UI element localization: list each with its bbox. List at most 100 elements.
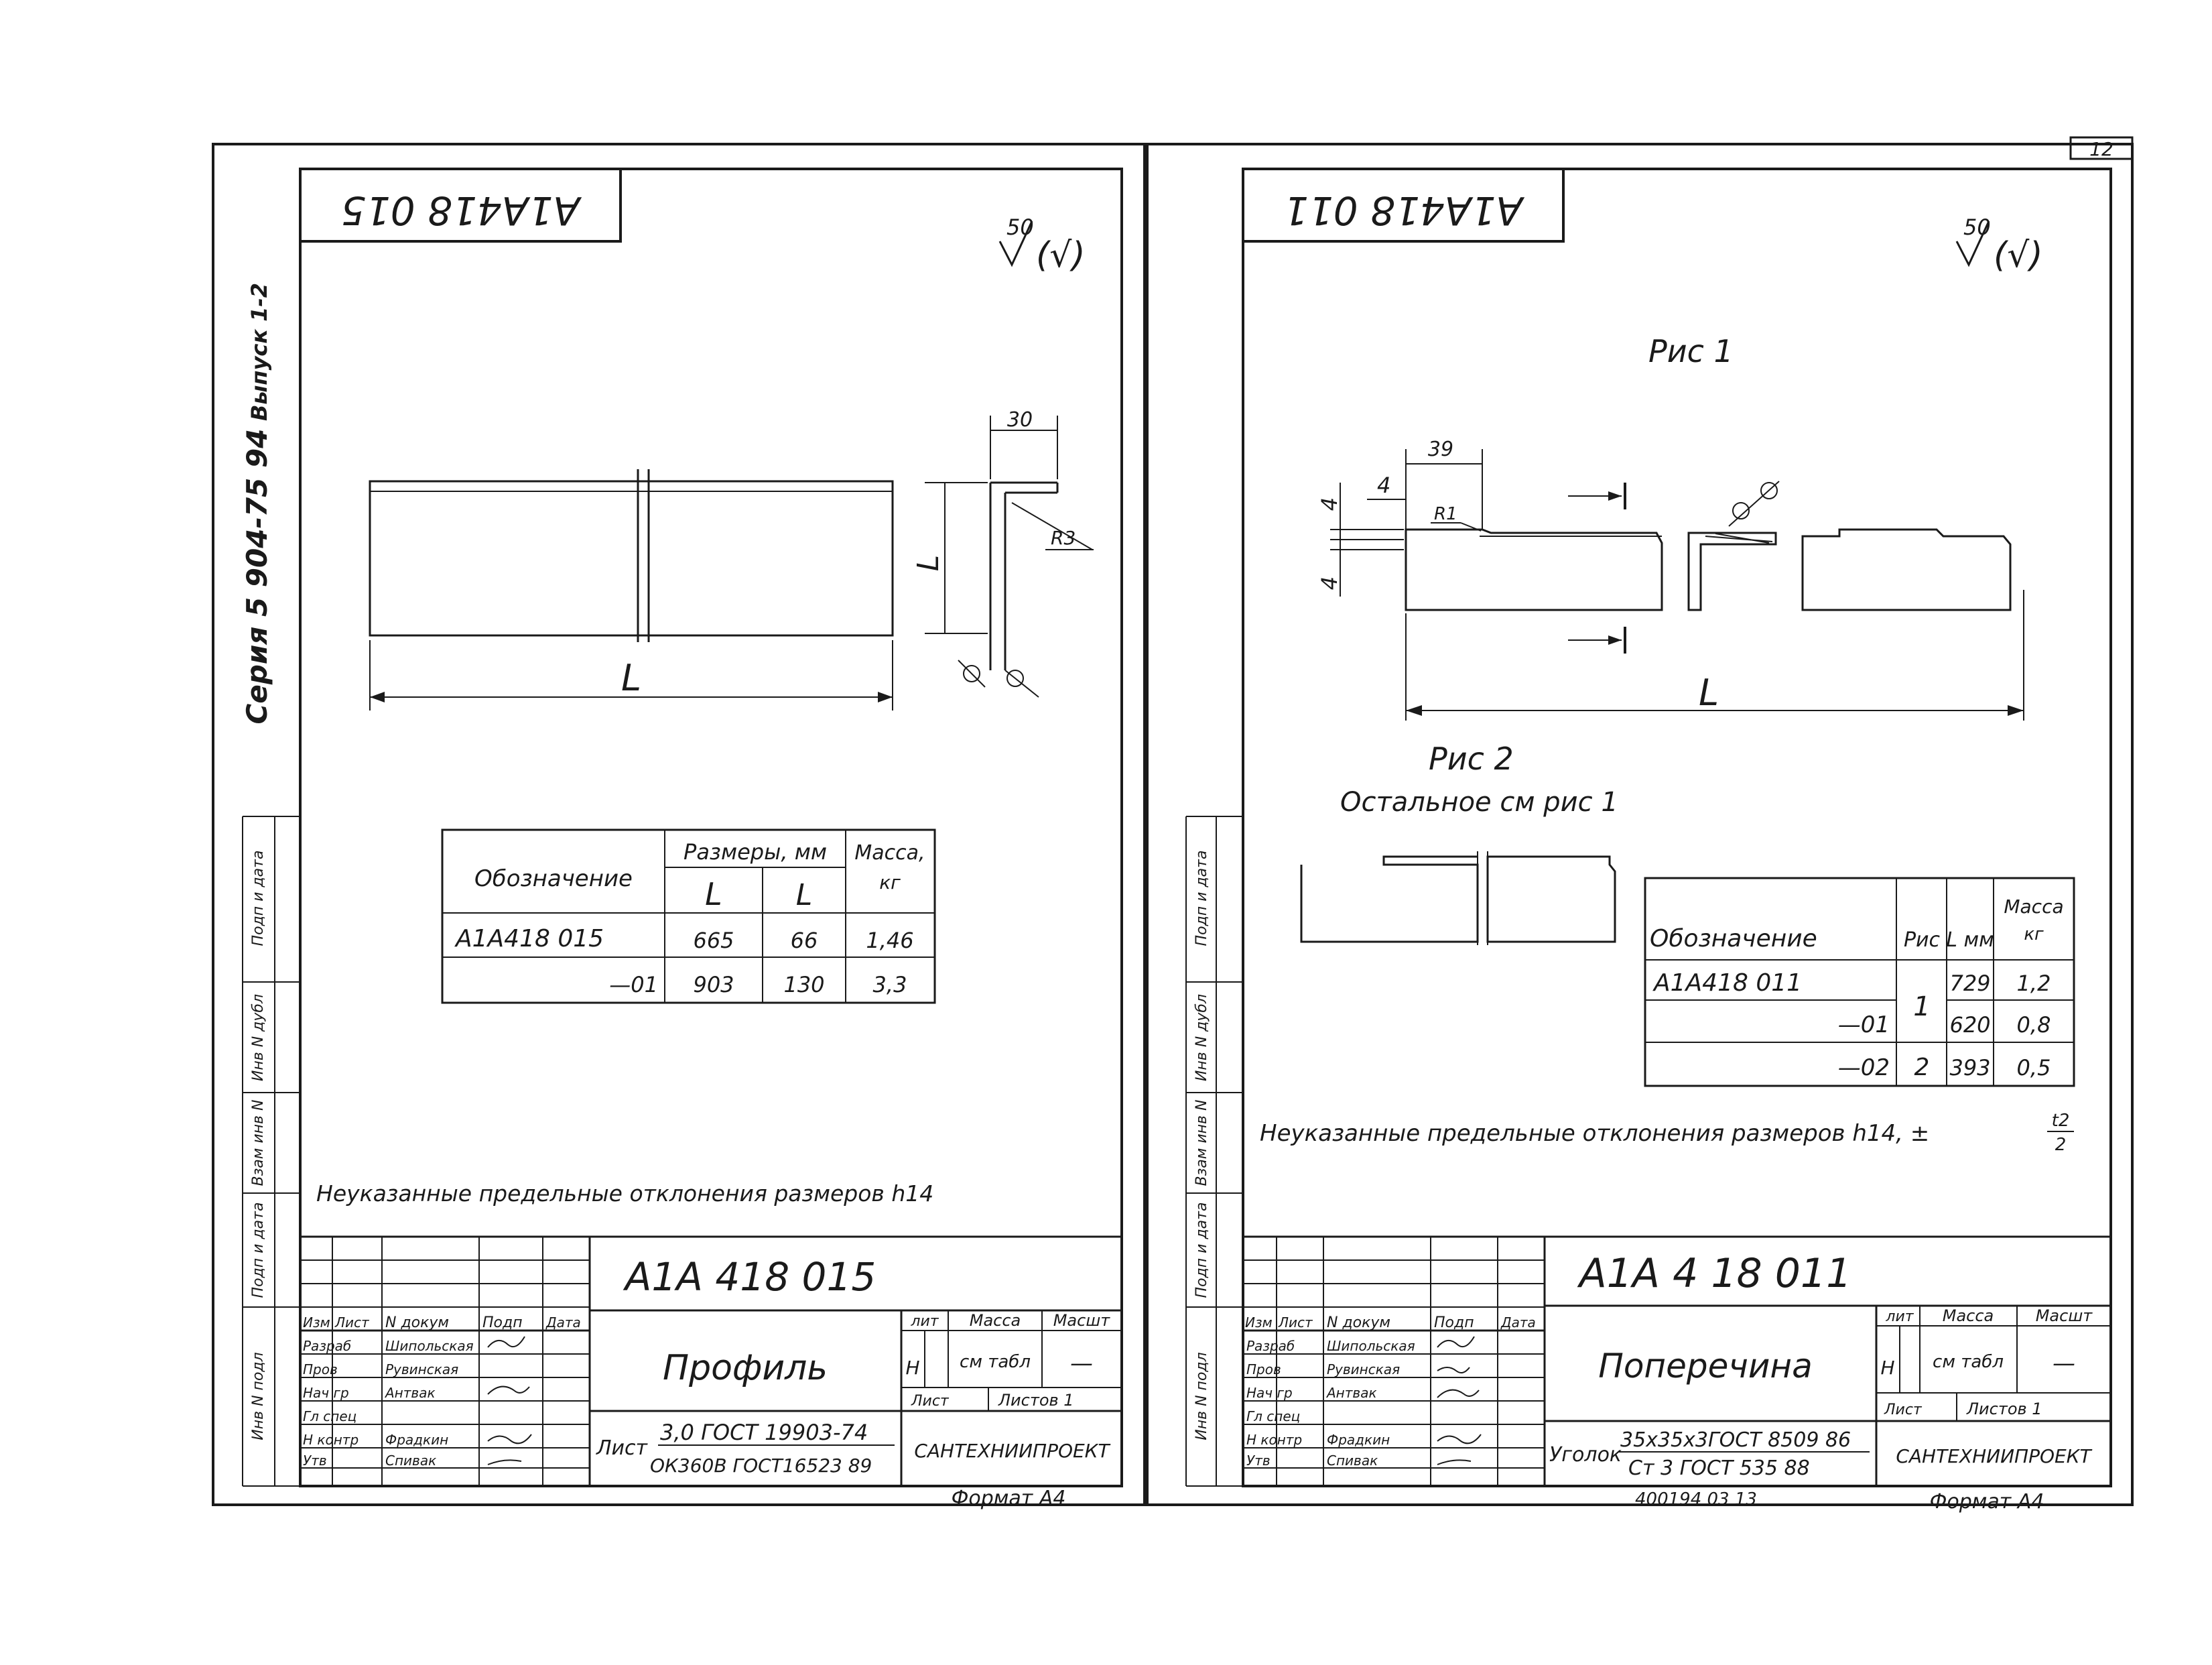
svg-text:Разраб: Разраб [303, 1338, 351, 1354]
left-roughness-mark: 50 (√) [998, 214, 1086, 275]
svg-text:Инв N подл: Инв N подл [1193, 1352, 1210, 1440]
right-format: Формат А4 [1930, 1490, 2044, 1514]
right-dim-r1: R1 [1434, 504, 1457, 524]
svg-text:Н контр: Н контр [1246, 1432, 1302, 1448]
svg-text:Спивак: Спивак [385, 1453, 436, 1469]
svg-text:Н: Н [905, 1357, 919, 1379]
svg-text:L мм: L мм [1946, 928, 1994, 952]
svg-text:Утв: Утв [303, 1453, 327, 1469]
svg-text:Подп: Подп [1434, 1314, 1474, 1331]
svg-text:лит: лит [1885, 1308, 1914, 1325]
svg-text:Антвак: Антвак [384, 1385, 436, 1401]
svg-text:Пров: Пров [303, 1361, 338, 1377]
right-fig2-note: Остальное см рис 1 [1340, 787, 1618, 818]
svg-text:N докум: N докум [1327, 1314, 1390, 1331]
svg-text:Масшт: Масшт [1053, 1311, 1111, 1330]
svg-text:N докум: N докум [385, 1314, 449, 1331]
left-doc-code: A1A 418 015 [623, 1254, 876, 1300]
svg-text:620: 620 [1949, 1012, 1990, 1038]
right-fig1-view: 39 4 R1 4 4 L [1317, 438, 2024, 721]
right-archive-number: 400194 03 13 [1635, 1489, 1757, 1509]
svg-text:Листов 1: Листов 1 [998, 1391, 1074, 1410]
svg-text:Подп и дата: Подп и дата [250, 1202, 267, 1298]
svg-text:Гл спец: Гл спец [303, 1408, 356, 1424]
svg-text:ОК360В ГОСТ16523 89: ОК360В ГОСТ16523 89 [650, 1455, 872, 1477]
svg-text:2: 2 [1914, 1054, 1930, 1081]
svg-text:66: 66 [791, 928, 818, 953]
table-row: A1A418 011 1 729 1,2 [1652, 969, 2051, 1022]
svg-text:(√): (√) [1036, 235, 1086, 275]
svg-text:A1A418 011: A1A418 011 [1652, 969, 1802, 997]
right-note: Неуказанные предельные отклонения размер… [1260, 1120, 1929, 1147]
left-revision-grid: Изм Лист N докум Подп Дата Разраб Шиполь… [300, 1237, 590, 1486]
left-issue-text: Выпуск 1-2 [247, 283, 272, 421]
svg-text:—02: —02 [1838, 1054, 1890, 1081]
svg-text:0,5: 0,5 [2017, 1055, 2051, 1081]
svg-text:Масшт: Масшт [2036, 1306, 2093, 1325]
svg-text:Обозначение: Обозначение [1650, 925, 1817, 952]
left-data-table: Обозначение Размеры, мм Масса, кг L L A1… [441, 828, 936, 1004]
svg-text:Лист: Лист [1278, 1314, 1313, 1331]
svg-text:Рувинская: Рувинская [385, 1361, 458, 1377]
right-title-block: Изм Лист N докум Подп Дата Разраб Шиполь… [1243, 1235, 2111, 1514]
right-rotated-code: A1A418 011 [1284, 188, 1525, 233]
svg-text:Фрадкин: Фрадкин [1327, 1432, 1390, 1448]
left-angle-section: 30 L R3 [911, 408, 1094, 698]
left-side-strip: Инв N подл Подп и дата Взам инв N Инв N … [242, 816, 301, 1487]
svg-text:1,2: 1,2 [2017, 971, 2051, 996]
svg-text:Утв: Утв [1246, 1453, 1271, 1469]
table-row: —02 2 393 0,5 [1838, 1054, 2051, 1081]
svg-text:130: 130 [783, 972, 824, 997]
right-outer-frame [1146, 143, 2134, 1506]
left-series-text: Серия 5 904-75 94 [241, 429, 273, 725]
svg-text:Дата: Дата [1500, 1314, 1536, 1331]
svg-text:Гл спец: Гл спец [1246, 1408, 1300, 1424]
table-row: —01 620 0,8 [1838, 1011, 2051, 1038]
svg-text:лит: лит [910, 1313, 939, 1330]
svg-text:393: 393 [1949, 1055, 1990, 1081]
right-note-frac-bottom: 2 [2055, 1135, 2067, 1155]
svg-text:Н контр: Н контр [303, 1432, 359, 1448]
left-dim-L: L [621, 657, 641, 699]
svg-text:Лист: Лист [596, 1436, 649, 1460]
svg-text:Масса: Масса [2004, 896, 2063, 918]
svg-text:Рис: Рис [1904, 928, 1941, 952]
left-outer-frame [212, 143, 1146, 1506]
svg-text:Лист: Лист [334, 1314, 370, 1331]
right-side-strip: Инв N подл Подп и дата Взам инв N Инв N … [1185, 816, 1244, 1487]
svg-text:Инв N дубл: Инв N дубл [1193, 994, 1210, 1081]
svg-text:Подп: Подп [482, 1314, 523, 1331]
svg-text:Фрадкин: Фрадкин [385, 1432, 448, 1448]
svg-text:Шипольская: Шипольская [1327, 1338, 1415, 1354]
svg-text:Шипольская: Шипольская [385, 1338, 474, 1354]
svg-text:—01: —01 [609, 972, 658, 997]
svg-text:Разраб: Разраб [1246, 1338, 1295, 1354]
svg-text:Лист: Лист [1884, 1402, 1923, 1418]
right-revision-grid: Изм Лист N докум Подп Дата Разраб Шиполь… [1243, 1237, 1545, 1486]
svg-text:Нач гр: Нач гр [1246, 1385, 1293, 1401]
svg-text:1: 1 [1913, 991, 1930, 1022]
svg-text:Взам инв N: Взам инв N [250, 1100, 267, 1186]
left-dim-30: 30 [1007, 408, 1033, 432]
page-number: 12 [2089, 138, 2113, 160]
svg-text:Рувинская: Рувинская [1327, 1361, 1400, 1377]
svg-text:Уголок: Уголок [1549, 1443, 1622, 1467]
svg-text:Подп и дата: Подп и дата [250, 851, 267, 946]
svg-text:3,0 ГОСТ 19903-74: 3,0 ГОСТ 19903-74 [660, 1420, 868, 1445]
right-data-table: Обозначение Рис L мм Масса кг A1A418 011… [1644, 877, 2075, 1087]
left-dim-l: L [911, 555, 946, 572]
svg-text:Нач гр: Нач гр [303, 1385, 349, 1401]
svg-text:Листов 1: Листов 1 [1966, 1400, 2042, 1418]
right-roughness-mark: 50 (√) [1955, 214, 2043, 275]
svg-text:Антвак: Антвак [1325, 1385, 1377, 1401]
right-dim-4-b: 4 [1317, 576, 1342, 590]
svg-text:3,3: 3,3 [873, 972, 907, 997]
left-rotated-code: A1A418 015 [341, 188, 582, 233]
right-fig1-title: Рис 1 [1648, 333, 1734, 369]
table-row: A1A418 015 665 66 1,46 [454, 925, 914, 953]
svg-text:903: 903 [693, 972, 734, 997]
right-doc-code: A1A 4 18 011 [1577, 1250, 1852, 1297]
svg-text:Взам инв N: Взам инв N [1193, 1100, 1210, 1186]
right-dim-39: 39 [1428, 438, 1453, 461]
